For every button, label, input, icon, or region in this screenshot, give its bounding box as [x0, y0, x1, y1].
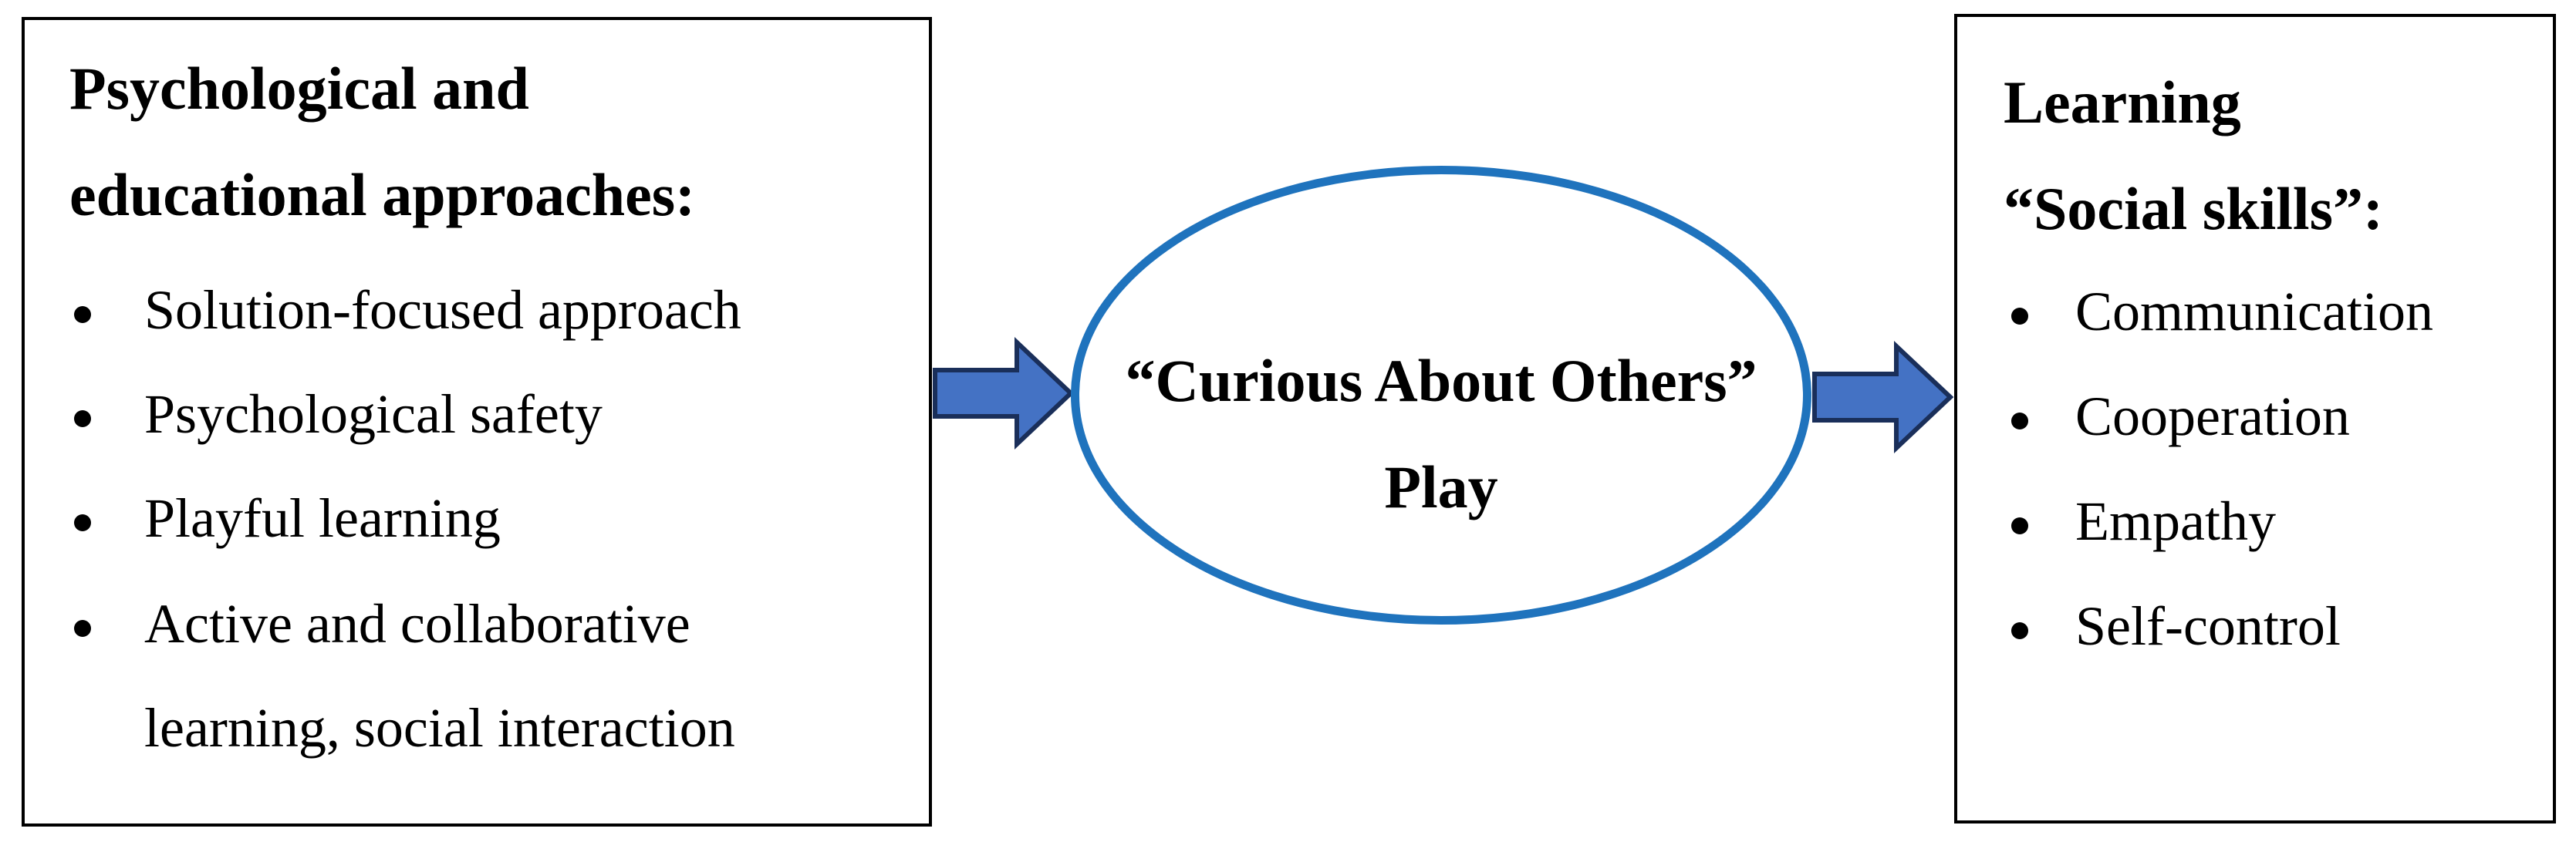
center-title-line1: “Curious About Others” — [1125, 347, 1757, 414]
center-title-line2: Play — [1384, 453, 1498, 520]
outcome-item-empathy: Empathy — [2075, 490, 2276, 552]
arrow-shape — [1812, 341, 1954, 453]
arrow-right-icon — [1812, 341, 1954, 453]
arrow-right-icon — [933, 337, 1075, 450]
bullet-icon — [74, 620, 91, 637]
bullet-icon — [2011, 413, 2028, 429]
outcome-item-communication: Communication — [2075, 281, 2433, 342]
approaches-heading-line2: educational approaches: — [69, 161, 696, 228]
approach-item-active-collaborative-cont: learning, social interaction — [144, 697, 735, 759]
approach-item-active-collaborative: Active and collaborative — [144, 593, 690, 655]
approach-item-solution-focused: Solution-focused approach — [144, 279, 741, 341]
approaches-box: Psychological and educational approaches… — [22, 17, 932, 827]
bullet-icon — [74, 410, 91, 427]
bullet-icon — [2011, 308, 2028, 325]
outcomes-heading-line1: Learning — [2004, 69, 2241, 136]
bullet-icon — [2011, 622, 2028, 639]
outcomes-box: Learning “Social skills”: Communication … — [1954, 14, 2556, 823]
outcome-item-cooperation: Cooperation — [2075, 386, 2350, 447]
center-ellipse — [1071, 166, 1811, 625]
outcome-item-self-control: Self-control — [2075, 595, 2341, 657]
approach-item-playful-learning: Playful learning — [144, 487, 501, 549]
approaches-heading-line1: Psychological and — [69, 55, 529, 122]
bullet-icon — [74, 306, 91, 323]
bullet-icon — [74, 514, 91, 531]
outcomes-heading-line2: “Social skills”: — [2004, 175, 2383, 242]
approach-item-psychological-safety: Psychological safety — [144, 383, 603, 445]
bullet-icon — [2011, 517, 2028, 534]
arrow-shape — [933, 337, 1075, 450]
